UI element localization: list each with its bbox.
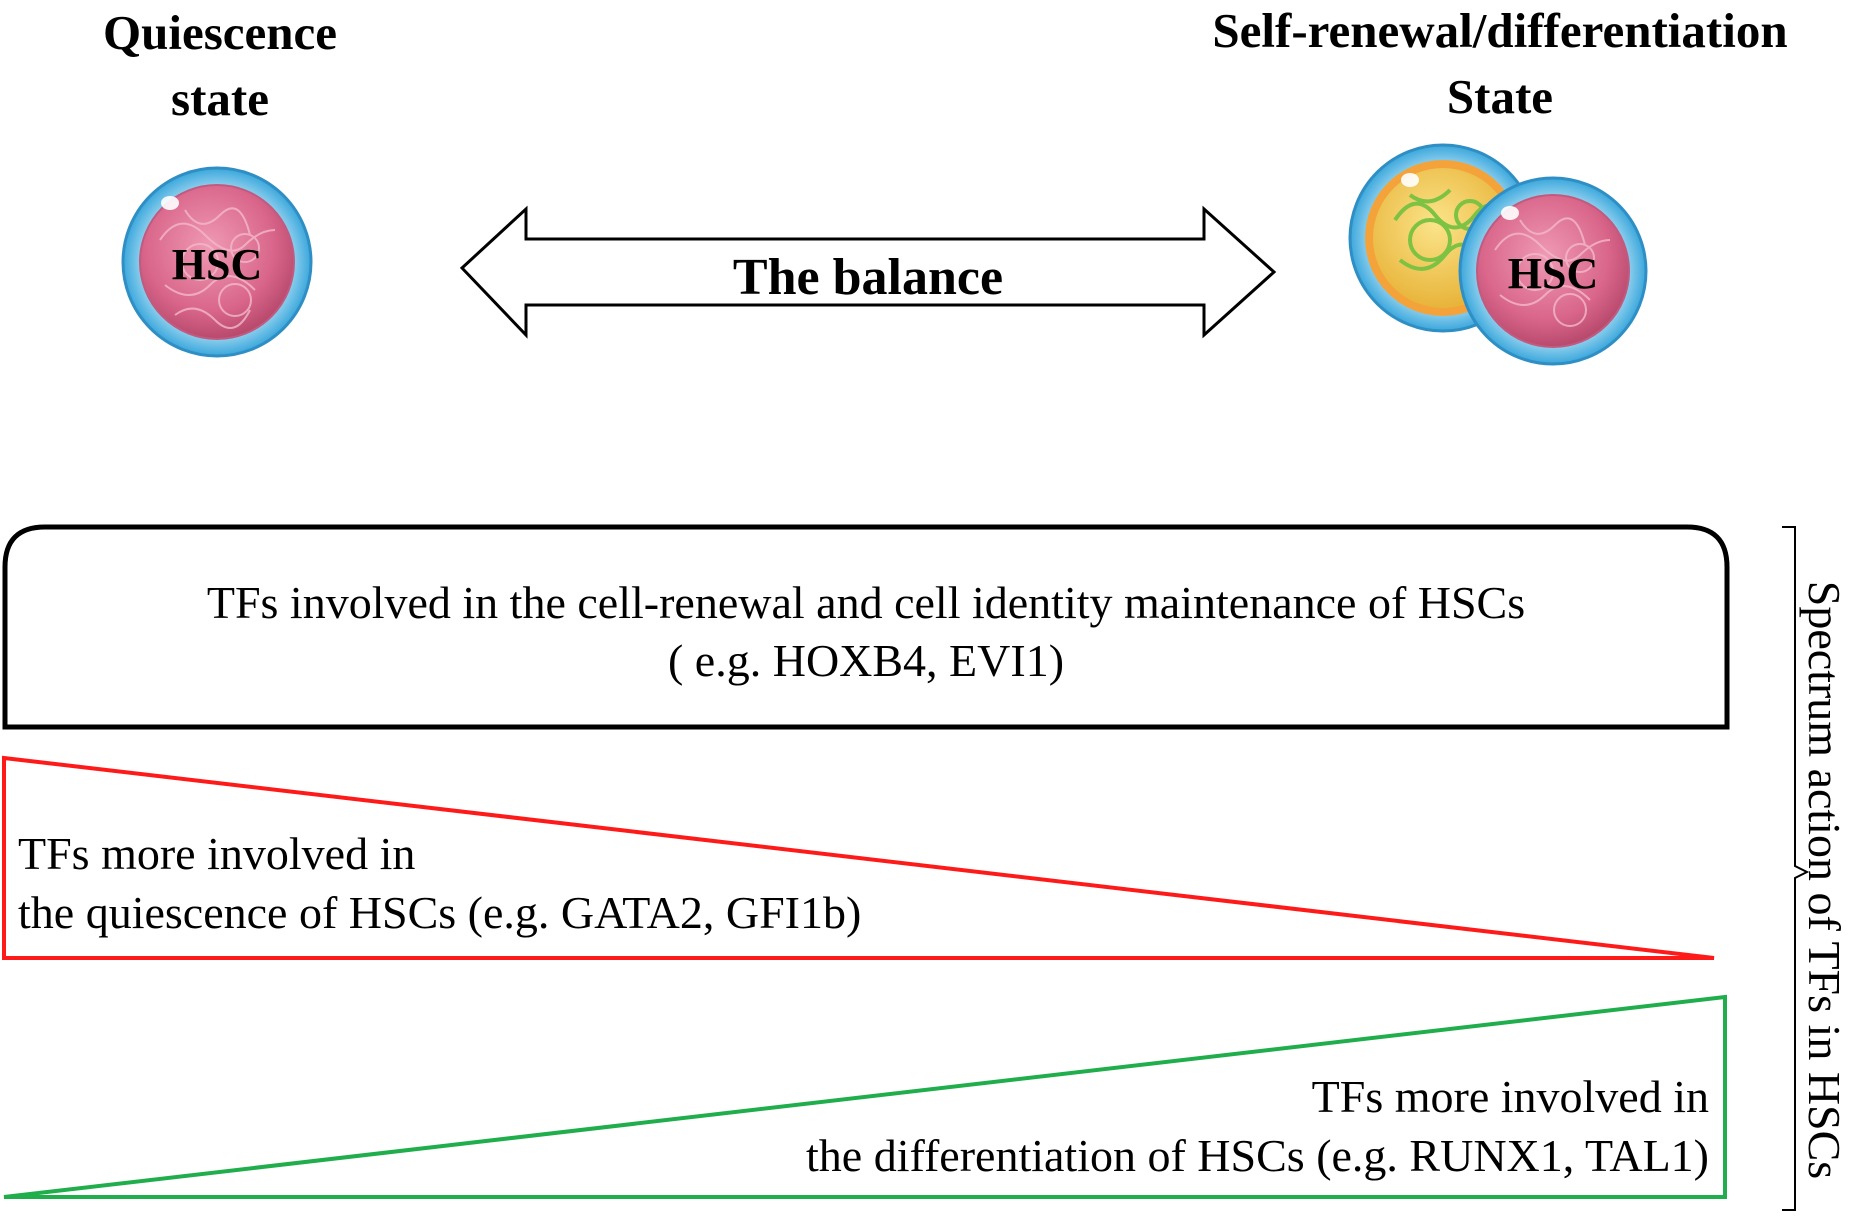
- right-hsc-cell: HSC: [1458, 176, 1648, 366]
- balance-diagram: HSC The balance HSC: [121, 143, 1648, 366]
- quiescence-wedge: [2, 755, 1715, 960]
- tf-maintenance-box: [2, 524, 1730, 730]
- self-renewal-heading: Self-renewal/differentiation State: [1150, 0, 1850, 130]
- quiescence-heading-line2: state: [171, 71, 269, 126]
- quiescence-heading: Quiescence state: [80, 0, 360, 132]
- left-hsc-cell: HSC: [121, 166, 313, 358]
- differentiation-line2: the differentiation of HSCs (e.g. RUNX1,…: [806, 1130, 1709, 1181]
- self-renewal-heading-line1: Self-renewal/differentiation: [1212, 3, 1788, 58]
- right-chromatin-icon: [1494, 217, 1611, 327]
- quiescence-text: TFs more involved in the quiescence of H…: [18, 824, 861, 942]
- left-chromatin-icon: [159, 207, 276, 329]
- tf-maintenance-line2: ( e.g. HOXB4, EVI1): [667, 635, 1065, 686]
- right-hsc-label: HSC: [1508, 249, 1598, 298]
- differentiation-text: TFs more involved in the differentiation…: [806, 1067, 1709, 1185]
- quiescence-line2: the quiescence of HSCs (e.g. GATA2, GFI1…: [18, 887, 862, 938]
- tf-maintenance-line1: TFs involved in the cell-renewal and cel…: [206, 577, 1526, 628]
- differentiation-line1: TFs more involved in: [1311, 1071, 1709, 1122]
- spectrum-side-label: Spectrum action of TFs in HSCs: [1799, 580, 1850, 1180]
- self-renewal-heading-line2: State: [1446, 69, 1554, 124]
- quiescence-line1: TFs more involved in: [18, 828, 416, 879]
- quiescence-heading-line1: Quiescence: [102, 5, 338, 60]
- differentiation-wedge: [3, 994, 1727, 1199]
- left-hsc-label: HSC: [172, 240, 262, 289]
- balance-label: The balance: [733, 249, 1003, 306]
- tf-maintenance-text: TFs involved in the cell-renewal and cel…: [5, 574, 1727, 690]
- spectrum-bracket: [1782, 526, 1810, 1211]
- balance-double-arrow: [459, 205, 1277, 339]
